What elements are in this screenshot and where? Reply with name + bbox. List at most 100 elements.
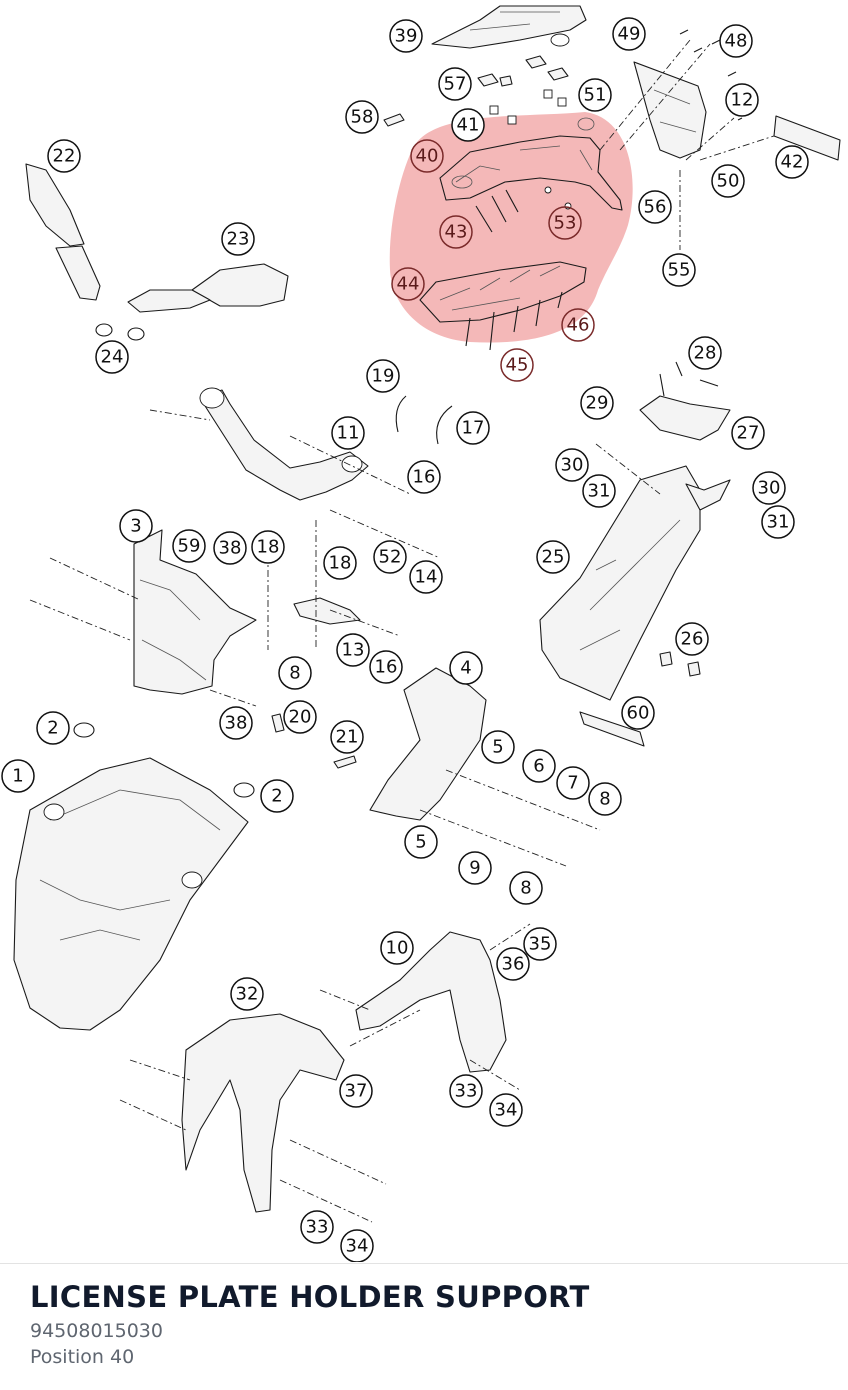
callout-number: 57 [444, 74, 467, 95]
callout-3[interactable]: 3 [119, 509, 153, 543]
callout-number: 26 [681, 629, 704, 650]
callout-59[interactable]: 59 [172, 529, 206, 563]
callout-50[interactable]: 50 [711, 164, 745, 198]
callout-24[interactable]: 24 [95, 340, 129, 374]
callout-40[interactable]: 40 [410, 139, 444, 173]
callout-52[interactable]: 52 [373, 540, 407, 574]
callout-17[interactable]: 17 [456, 411, 490, 445]
callout-13[interactable]: 13 [336, 633, 370, 667]
callout-9[interactable]: 9 [458, 851, 492, 885]
callout-41[interactable]: 41 [451, 108, 485, 142]
callout-20[interactable]: 20 [283, 700, 317, 734]
callout-number: 55 [668, 260, 691, 281]
callout-53[interactable]: 53 [548, 206, 582, 240]
callout-49[interactable]: 49 [612, 17, 646, 51]
callout-18[interactable]: 18 [323, 546, 357, 580]
callout-31[interactable]: 31 [761, 505, 795, 539]
part-26-60-clips [579, 651, 701, 747]
callout-number: 35 [529, 934, 552, 955]
part-40-bracket [439, 117, 623, 211]
callout-22[interactable]: 22 [47, 139, 81, 173]
callout-number: 6 [533, 756, 544, 777]
part-13-bracket [267, 520, 401, 650]
part-11-subframe [149, 387, 441, 559]
part-10-mudguard-bracket [319, 923, 531, 1091]
part-24-washers [95, 323, 145, 341]
callout-35[interactable]: 35 [523, 927, 557, 961]
callout-45[interactable]: 45 [500, 348, 534, 382]
callout-38[interactable]: 38 [213, 531, 247, 565]
callout-18[interactable]: 18 [251, 530, 285, 564]
callout-number: 16 [413, 467, 436, 488]
callout-8[interactable]: 8 [588, 782, 622, 816]
callout-number: 30 [758, 478, 781, 499]
callout-56[interactable]: 56 [638, 190, 672, 224]
callout-34[interactable]: 34 [340, 1229, 374, 1262]
callout-25[interactable]: 25 [536, 540, 570, 574]
callout-12[interactable]: 12 [725, 83, 759, 117]
callout-number: 39 [395, 26, 418, 47]
callout-1[interactable]: 1 [1, 759, 35, 793]
callout-number: 27 [737, 423, 760, 444]
callout-11[interactable]: 11 [331, 416, 365, 450]
callout-42[interactable]: 42 [775, 145, 809, 179]
callout-23[interactable]: 23 [221, 222, 255, 256]
callout-number: 56 [644, 197, 667, 218]
callout-10[interactable]: 10 [380, 931, 414, 965]
callout-26[interactable]: 26 [675, 622, 709, 656]
callout-5[interactable]: 5 [481, 730, 515, 764]
callout-21[interactable]: 21 [330, 720, 364, 754]
callout-number: 5 [492, 737, 503, 758]
callout-number: 13 [342, 640, 365, 661]
callout-2[interactable]: 2 [260, 779, 294, 813]
callout-28[interactable]: 28 [688, 336, 722, 370]
callout-43[interactable]: 43 [439, 215, 473, 249]
callout-number: 38 [225, 713, 248, 734]
callout-39[interactable]: 39 [389, 19, 423, 53]
callout-14[interactable]: 14 [409, 560, 443, 594]
callout-33[interactable]: 33 [300, 1210, 334, 1244]
callout-5[interactable]: 5 [404, 825, 438, 859]
callout-30[interactable]: 30 [752, 471, 786, 505]
callout-number: 25 [542, 547, 565, 568]
callout-57[interactable]: 57 [438, 67, 472, 101]
callout-number: 7 [567, 773, 578, 794]
callout-31[interactable]: 31 [582, 474, 616, 508]
callout-44[interactable]: 44 [391, 267, 425, 301]
callout-27[interactable]: 27 [731, 416, 765, 450]
part-info-panel: LICENSE PLATE HOLDER SUPPORT 94508015030… [30, 1280, 818, 1370]
callout-36[interactable]: 36 [496, 947, 530, 981]
callout-55[interactable]: 55 [662, 253, 696, 287]
callout-8[interactable]: 8 [278, 656, 312, 690]
callout-48[interactable]: 48 [719, 24, 753, 58]
callout-number: 20 [289, 707, 312, 728]
callout-51[interactable]: 51 [578, 78, 612, 112]
callout-7[interactable]: 7 [556, 766, 590, 800]
callout-number: 28 [694, 343, 717, 364]
callout-number: 51 [584, 85, 607, 106]
callout-16[interactable]: 16 [407, 460, 441, 494]
callout-60[interactable]: 60 [621, 696, 655, 730]
callout-16[interactable]: 16 [369, 650, 403, 684]
callout-46[interactable]: 46 [561, 308, 595, 342]
callout-19[interactable]: 19 [366, 359, 400, 393]
callout-58[interactable]: 58 [345, 100, 379, 134]
callout-6[interactable]: 6 [522, 749, 556, 783]
part-45-bolts [465, 291, 563, 351]
callout-34[interactable]: 34 [489, 1093, 523, 1127]
callout-2[interactable]: 2 [36, 711, 70, 745]
callout-number: 31 [588, 481, 611, 502]
callout-number: 8 [289, 663, 300, 684]
callout-32[interactable]: 32 [230, 977, 264, 1011]
callout-number: 8 [599, 789, 610, 810]
callout-33[interactable]: 33 [449, 1074, 483, 1108]
callout-8[interactable]: 8 [509, 871, 543, 905]
callout-38[interactable]: 38 [219, 706, 253, 740]
callout-4[interactable]: 4 [449, 651, 483, 685]
callout-30[interactable]: 30 [555, 448, 589, 482]
callout-number: 12 [731, 90, 754, 111]
callout-29[interactable]: 29 [580, 386, 614, 420]
callout-number: 58 [351, 107, 374, 128]
callout-number: 36 [502, 954, 525, 975]
callout-37[interactable]: 37 [339, 1074, 373, 1108]
